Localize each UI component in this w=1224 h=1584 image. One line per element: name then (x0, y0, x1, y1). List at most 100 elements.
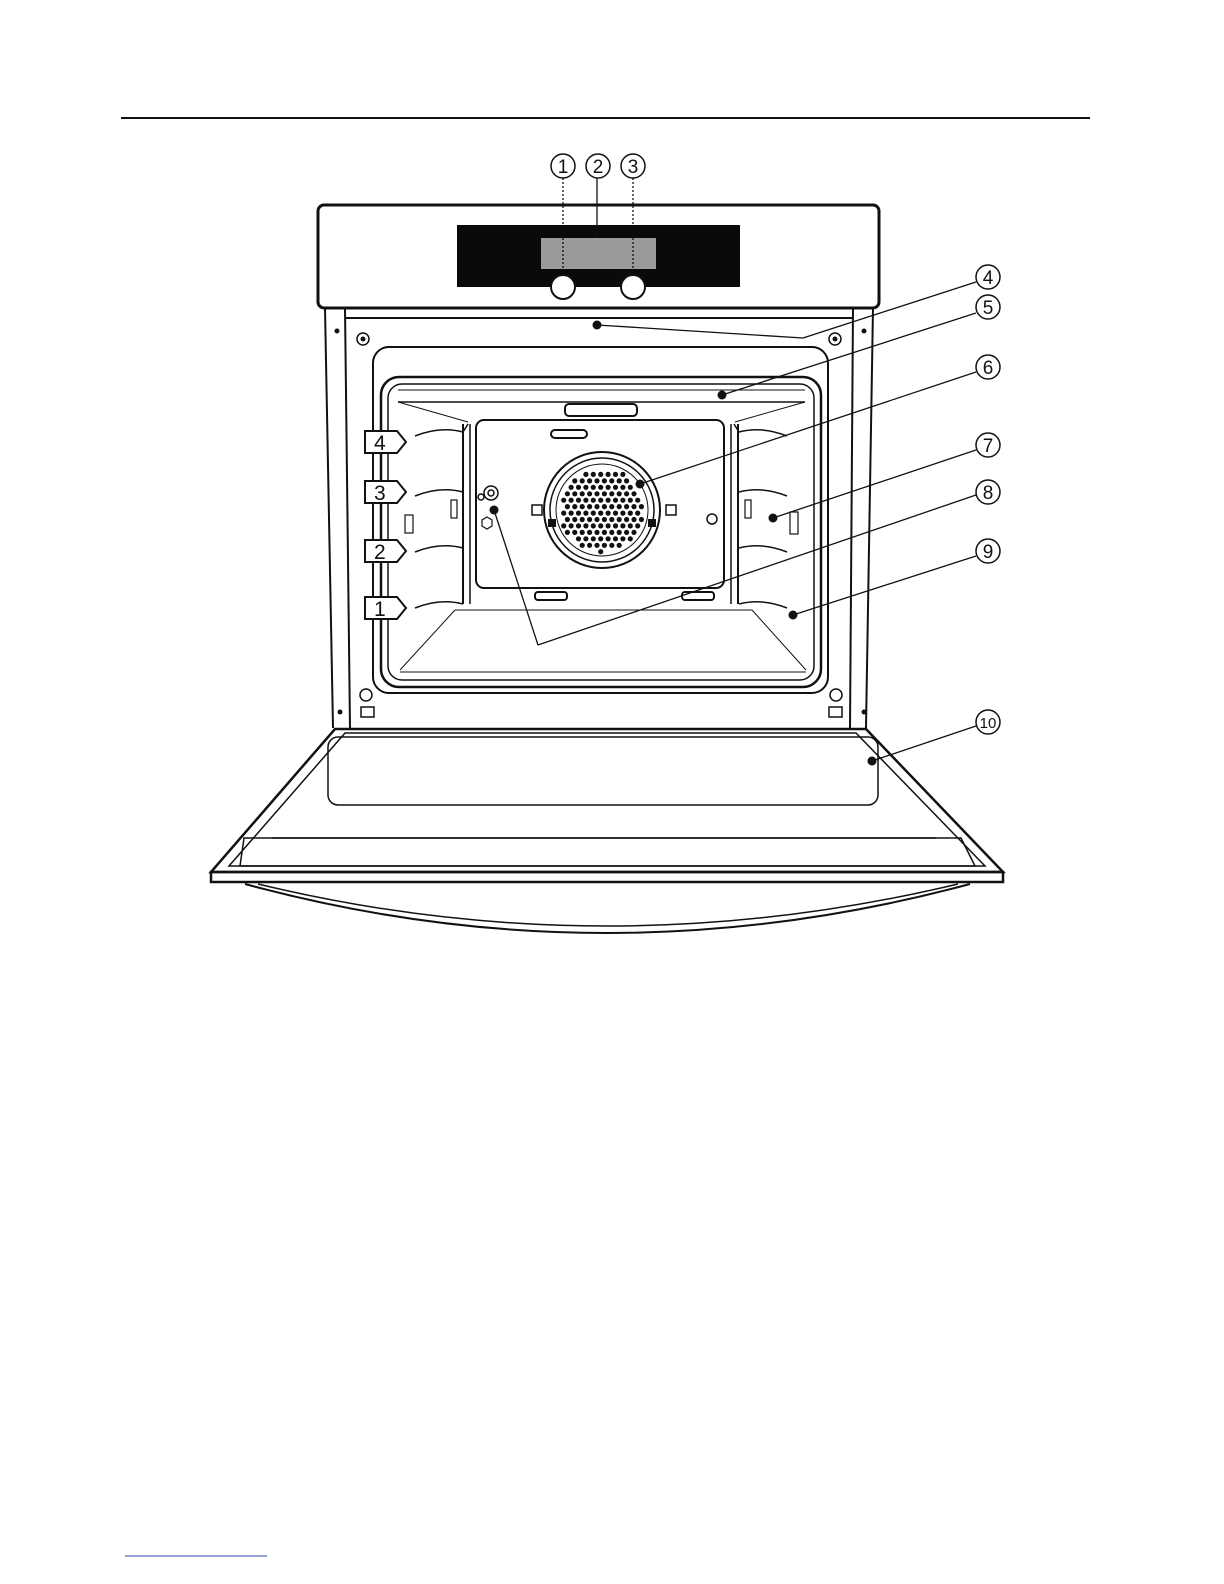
callout-10-label: 10 (980, 715, 997, 732)
fan-hole (591, 523, 596, 528)
callout-7-label: 7 (983, 436, 994, 457)
fan-hole (613, 510, 618, 515)
fan-hole (631, 491, 636, 496)
fan-hole (628, 536, 633, 541)
fan-hole (594, 478, 599, 483)
fan-hole (572, 517, 577, 522)
callout-9: 9 (976, 539, 1000, 563)
fan-hole (624, 504, 629, 509)
fan-hole (617, 478, 622, 483)
callout-6-label: 6 (983, 358, 994, 379)
fan-hole (594, 491, 599, 496)
fan-hole (617, 517, 622, 522)
callout-1-label: 1 (558, 157, 569, 178)
fan-hole (639, 517, 644, 522)
back-wall-panel (476, 420, 724, 588)
fan-hole (602, 491, 607, 496)
fan-hole (591, 485, 596, 490)
fan-hole (635, 523, 640, 528)
fan-hole (628, 498, 633, 503)
fan-hole (591, 498, 596, 503)
fan-hole (620, 498, 625, 503)
fan-hole (565, 530, 570, 535)
fan-hole (569, 523, 574, 528)
callout-5: 5 (976, 295, 1000, 319)
fan-hole (580, 543, 585, 548)
fan-hole (576, 498, 581, 503)
fan-guard (544, 452, 660, 568)
fan-hole (580, 530, 585, 535)
fan-hole (606, 498, 611, 503)
fan-hole (617, 543, 622, 548)
door-glass (328, 737, 878, 805)
fan-hole (583, 510, 588, 515)
fan-hole (587, 504, 592, 509)
fan-hole (631, 530, 636, 535)
fan-hole (591, 536, 596, 541)
fan-hole (569, 498, 574, 503)
screw-icon (361, 337, 366, 342)
fan-hole (606, 485, 611, 490)
fan-hole (628, 523, 633, 528)
callout-3-label: 3 (628, 157, 639, 178)
fan-hole (591, 510, 596, 515)
oven-door[interactable] (211, 729, 1003, 933)
fan-hole (635, 510, 640, 515)
fan-hole (609, 491, 614, 496)
fan-hole (583, 498, 588, 503)
fan-hole (580, 491, 585, 496)
callout-3: 3 (621, 154, 645, 178)
callout-1: 1 (551, 154, 575, 178)
fan-hole (569, 510, 574, 515)
fan-dot (636, 480, 645, 489)
fan-hole (602, 517, 607, 522)
fan-hole (583, 536, 588, 541)
fan-hole (602, 504, 607, 509)
fan-hole (635, 498, 640, 503)
fan-hole (572, 504, 577, 509)
fan-hole (617, 504, 622, 509)
fan-hole (580, 517, 585, 522)
fan-hole (628, 510, 633, 515)
fan-hole (609, 504, 614, 509)
fan-hole (606, 472, 611, 477)
fan-hole (580, 478, 585, 483)
fan-hole (572, 530, 577, 535)
fan-hole (620, 472, 625, 477)
shelf-level-label: 4 (374, 432, 386, 455)
fan-hole (613, 536, 618, 541)
right-selector-knob[interactable] (621, 275, 645, 299)
fan-hole (576, 485, 581, 490)
callout-4-label: 4 (983, 268, 994, 289)
fan-hole (620, 523, 625, 528)
fan-hole (598, 549, 603, 554)
fan-hole (598, 510, 603, 515)
fan-hole (576, 536, 581, 541)
fan-hole (587, 530, 592, 535)
fan-hole (598, 472, 603, 477)
screw-icon (360, 689, 372, 701)
shelf-level-tag: 2 (365, 540, 406, 564)
fan-hole (587, 478, 592, 483)
fan-hole (565, 517, 570, 522)
left-selector-knob[interactable] (551, 275, 575, 299)
fan-hole (598, 523, 603, 528)
fan-hole (587, 491, 592, 496)
oven-cavity: 4 3 2 1 (365, 347, 828, 693)
fan-hole (598, 498, 603, 503)
fan-hole (620, 510, 625, 515)
fan-hole (561, 498, 566, 503)
callout-2-label: 2 (593, 157, 604, 178)
fan-hole (624, 478, 629, 483)
fan-hole (606, 510, 611, 515)
side-runners-right (731, 424, 798, 620)
shelf-level-tag: 4 (365, 431, 406, 455)
fan-hole (606, 523, 611, 528)
fan-hole (613, 472, 618, 477)
oven-housing-top (318, 205, 879, 308)
fan-hole (594, 517, 599, 522)
display (541, 238, 656, 269)
fan-hole (613, 485, 618, 490)
fan-hole (609, 530, 614, 535)
